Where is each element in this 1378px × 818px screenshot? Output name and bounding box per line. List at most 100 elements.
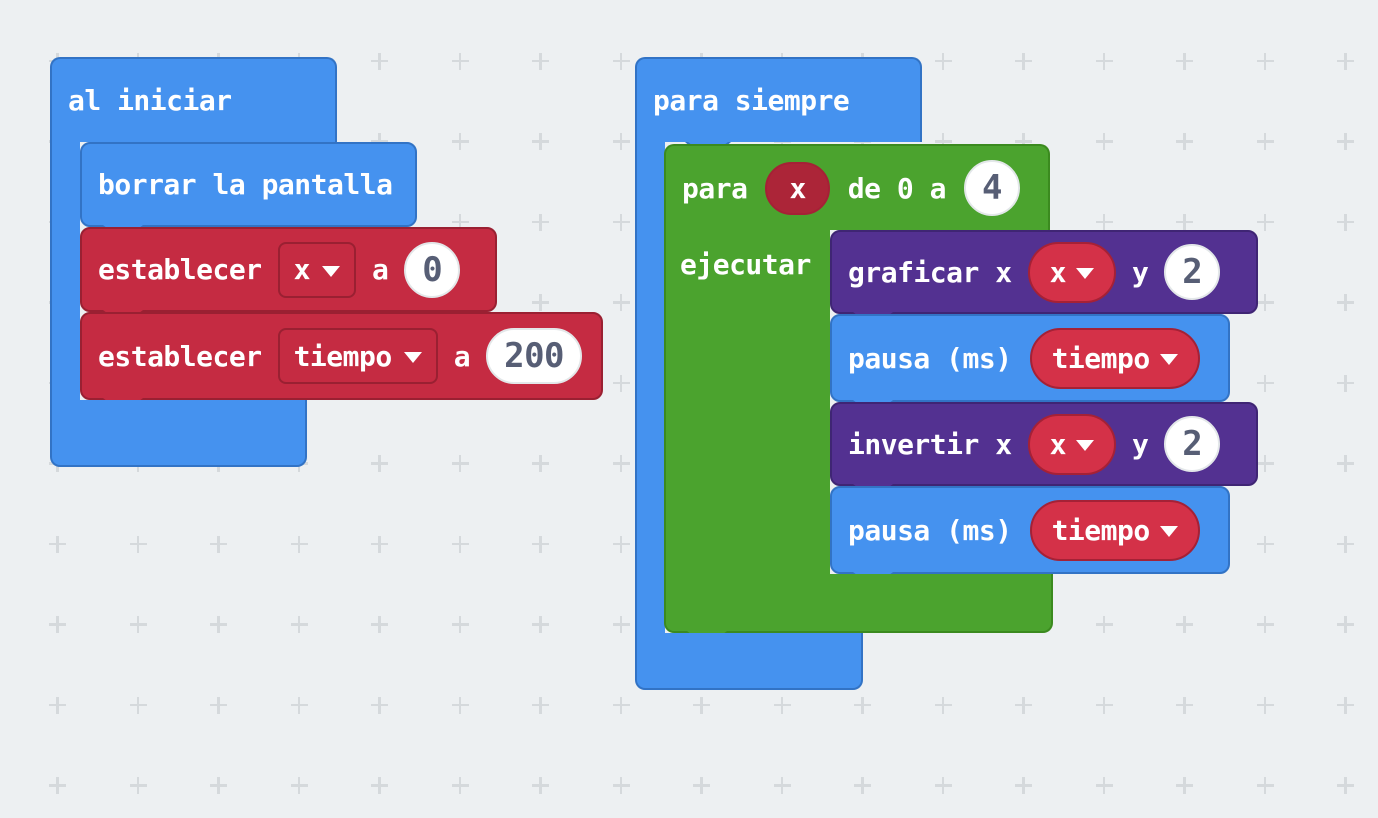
grid-cross: [49, 696, 66, 714]
grid-cross: [612, 777, 630, 794]
grid-cross: [1095, 213, 1113, 231]
for-label: para: [682, 171, 748, 205]
grid-cross: [49, 616, 66, 633]
set-variable-tiempo-block[interactable]: establecer tiempo a 200: [80, 312, 603, 400]
number-input-200[interactable]: 200: [486, 328, 583, 384]
number-input-0[interactable]: 0: [404, 241, 461, 298]
toggle-label: invertir x: [848, 427, 1012, 461]
grid-cross: [934, 696, 952, 714]
on-start-block-left-arm[interactable]: [50, 142, 80, 400]
plot-block[interactable]: graficar x x y 2: [830, 230, 1258, 314]
on-start-label: al iniciar: [68, 84, 232, 117]
set-label: establecer: [98, 253, 262, 286]
grid-cross: [934, 777, 952, 794]
range-label: de 0 a: [847, 171, 947, 205]
forever-block-left-arm[interactable]: [635, 142, 665, 633]
clear-screen-block[interactable]: borrar la pantalla: [80, 142, 417, 227]
grid-cross: [210, 616, 227, 633]
grid-cross: [210, 696, 227, 714]
grid-cross: [1095, 133, 1113, 150]
variable-pill-tiempo[interactable]: tiempo: [1029, 499, 1200, 561]
variable-dropdown-x[interactable]: x: [277, 241, 356, 298]
set-label: establecer: [98, 339, 262, 373]
grid-cross: [371, 52, 388, 70]
number-input-2[interactable]: 2: [1164, 244, 1221, 300]
grid-cross: [612, 294, 630, 311]
grid-cross: [1095, 696, 1113, 714]
number-input-2[interactable]: 2: [1164, 416, 1221, 472]
variable-pill-x[interactable]: x: [1027, 241, 1116, 303]
grid-cross: [612, 455, 630, 472]
grid-cross: [371, 535, 388, 553]
grid-cross: [612, 696, 630, 714]
for-loop-block-left-arm[interactable]: ejecutar: [664, 230, 830, 576]
variable-pill-x[interactable]: x: [1027, 413, 1116, 475]
on-start-block-foot[interactable]: [50, 400, 307, 467]
grid-cross: [612, 213, 630, 231]
y-label: y: [1131, 255, 1149, 289]
grid-cross: [129, 616, 147, 633]
pause-block-2[interactable]: pausa (ms) tiempo: [830, 486, 1230, 574]
variable-name: tiempo: [293, 339, 393, 373]
grid-cross: [1095, 616, 1113, 633]
grid-cross: [773, 696, 791, 714]
for-loop-block-bottom[interactable]: [664, 574, 1053, 633]
grid-cross: [371, 777, 388, 794]
grid-cross: [612, 374, 630, 392]
number-input-4[interactable]: 4: [963, 160, 1020, 216]
grid-cross: [854, 696, 871, 714]
grid-cross: [1337, 777, 1354, 794]
grid-cross: [1256, 455, 1274, 472]
grid-cross: [1337, 535, 1354, 553]
variable-name: x: [293, 253, 311, 286]
pause-label: pausa (ms): [848, 513, 1012, 547]
grid-cross: [532, 455, 549, 472]
grid-cross: [532, 133, 549, 150]
plot-label: graficar x: [848, 255, 1012, 289]
grid-cross: [693, 777, 710, 794]
loop-variable-pill-x[interactable]: x: [765, 161, 830, 215]
grid-cross: [210, 777, 227, 794]
dropdown-arrow-icon: [1075, 440, 1094, 451]
grid-cross: [1176, 213, 1193, 231]
do-label: ejecutar: [680, 248, 811, 281]
grid-cross: [1256, 696, 1274, 714]
grid-cross: [1015, 777, 1032, 794]
grid-cross: [1176, 616, 1193, 633]
grid-cross: [290, 696, 308, 714]
grid-cross: [532, 52, 549, 70]
toggle-block[interactable]: invertir x x y 2: [830, 402, 1258, 486]
grid-cross: [49, 535, 66, 553]
grid-cross: [773, 777, 791, 794]
grid-cross: [1176, 777, 1193, 794]
dropdown-arrow-icon: [1075, 268, 1094, 279]
for-loop-block-header[interactable]: para x de 0 a 4: [664, 144, 1050, 230]
dropdown-arrow-icon: [1159, 354, 1178, 365]
grid-cross: [854, 777, 871, 794]
to-label: a: [453, 339, 471, 373]
grid-cross: [451, 535, 469, 553]
variable-pill-tiempo[interactable]: tiempo: [1029, 327, 1200, 389]
variable-name: tiempo: [1051, 513, 1151, 547]
grid-cross: [1337, 213, 1354, 231]
grid-cross: [532, 696, 549, 714]
grid-cross: [451, 777, 469, 794]
grid-cross: [1256, 374, 1274, 392]
variable-dropdown-tiempo[interactable]: tiempo: [277, 328, 438, 384]
pause-block-1[interactable]: pausa (ms) tiempo: [830, 314, 1230, 402]
forever-block-foot[interactable]: [635, 633, 863, 690]
grid-cross: [210, 535, 227, 553]
dropdown-arrow-icon: [1159, 526, 1178, 537]
set-variable-x-block[interactable]: establecer x a 0: [80, 227, 497, 312]
grid-cross: [1337, 696, 1354, 714]
grid-cross: [1256, 616, 1274, 633]
grid-cross: [371, 455, 388, 472]
grid-cross: [451, 696, 469, 714]
grid-cross: [1256, 777, 1274, 794]
grid-cross: [1256, 535, 1274, 553]
variable-name: x: [1049, 427, 1067, 461]
forever-block-header[interactable]: para siempre: [635, 57, 922, 142]
on-start-block-header[interactable]: al iniciar: [50, 57, 337, 142]
grid-cross: [451, 455, 469, 472]
